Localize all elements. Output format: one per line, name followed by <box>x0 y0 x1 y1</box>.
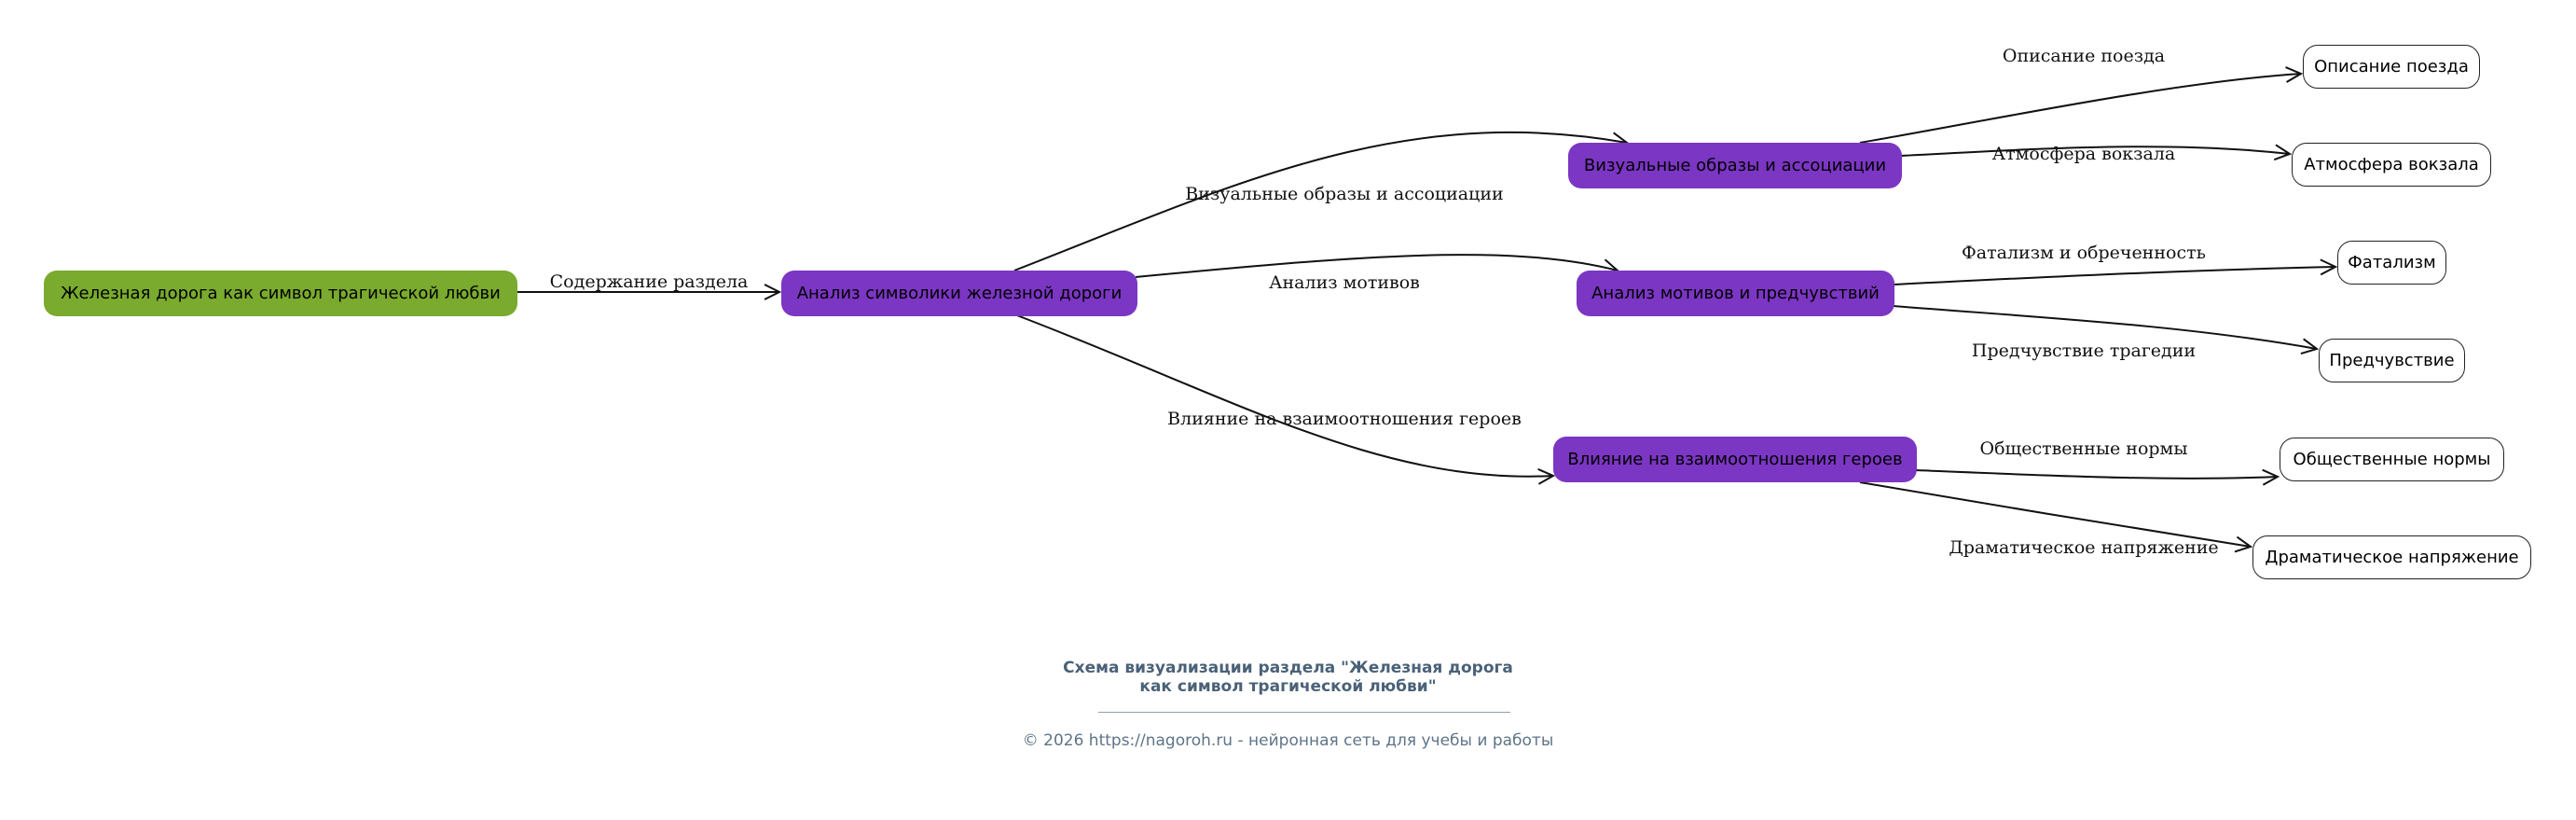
leaf-node-fatalism[interactable]: Фатализм <box>2337 241 2446 285</box>
category-node-analysis[interactable]: Анализ символики железной дороги <box>781 271 1137 316</box>
edge-label-motifs-fatalism: Фатализм и обреченность <box>1962 243 2206 263</box>
edge-motifs-fatalism <box>1893 267 2335 285</box>
edge-label-analysis-visual: Визуальные образы и ассоциации <box>1185 184 1504 204</box>
edge-label-motifs-foreboding: Предчувствие трагедии <box>1971 341 2197 361</box>
caption-title-line-2: как символ трагической любви" <box>1139 677 1437 696</box>
root-node[interactable]: Железная дорога как символ трагической л… <box>44 271 517 316</box>
edge-motifs-foreboding <box>1893 305 2317 349</box>
edge-influence-tension <box>1859 481 2251 547</box>
edge-influence-norms <box>1915 470 2278 479</box>
category-node-influence[interactable]: Влияние на взаимоотношения героев <box>1553 437 1917 482</box>
caption-divider <box>1098 712 1510 713</box>
caption-title-line-1: Схема визуализации раздела "Железная дор… <box>1063 659 1513 677</box>
edge-label-influence-tension: Драматическое напряжение <box>1949 537 2219 558</box>
edge-visual-station <box>1900 146 2290 156</box>
edge-label-influence-norms: Общественные нормы <box>1979 438 2188 459</box>
edge-visual-train <box>1859 74 2301 144</box>
edge-analysis-motifs <box>1135 254 1618 278</box>
leaf-node-tension[interactable]: Драматическое напряжение <box>2252 535 2531 579</box>
leaf-node-norms[interactable]: Общественные нормы <box>2280 438 2504 481</box>
leaf-node-foreboding[interactable]: Предчувствие <box>2319 339 2465 382</box>
edge-label-visual-train: Описание поезда <box>2002 46 2166 66</box>
leaf-node-train[interactable]: Описание поезда <box>2303 45 2480 89</box>
edge-analysis-influence <box>1013 313 1553 477</box>
edge-analysis-visual <box>1013 131 1627 271</box>
leaf-node-station[interactable]: Атмосфера вокзала <box>2292 143 2491 187</box>
diagram-caption-title: Схема визуализации раздела "Железная дор… <box>0 659 2576 696</box>
copyright-text: © 2026 https://nagoroh.ru - нейронная се… <box>1022 731 1554 750</box>
category-node-motifs[interactable]: Анализ мотивов и предчувствий <box>1577 271 1894 316</box>
edge-label-analysis-influence: Влияние на взаимоотношения героев <box>1167 409 1522 429</box>
edge-label-visual-station: Атмосфера вокзала <box>1991 144 2176 164</box>
edge-label-analysis-motifs: Анализ мотивов <box>1269 272 1420 293</box>
edge-label-root-analysis: Содержание раздела <box>549 271 749 292</box>
category-node-visual[interactable]: Визуальные образы и ассоциации <box>1568 143 1902 188</box>
